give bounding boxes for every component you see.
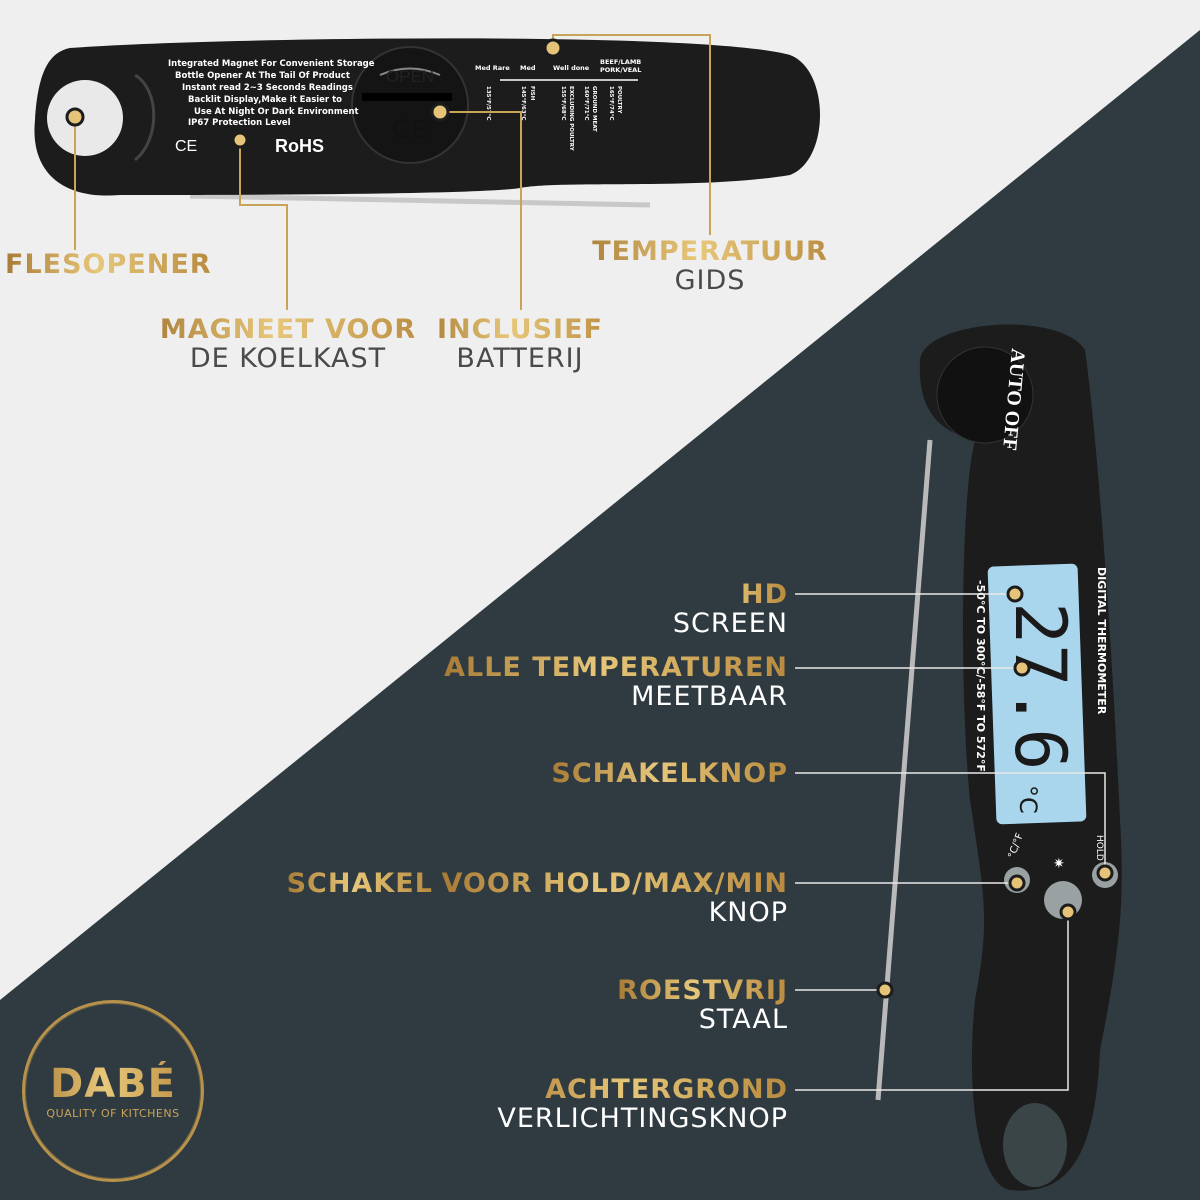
feature-text: Instant read 2~3 Seconds Readings xyxy=(182,83,353,93)
label-hold-line2: KNOP xyxy=(708,897,788,928)
label-magnet-line1: MAGNEET VOOR xyxy=(143,315,433,344)
lcd-screen xyxy=(987,563,1087,825)
label-range: ALLE TEMPERATUREN MEETBAAR xyxy=(444,653,788,711)
feature-list: Integrated Magnet For Convenient Storage… xyxy=(168,59,375,128)
label-bottle-opener: FLESOPENER xyxy=(5,249,212,280)
temperature-guide-part-part: 145°F/63°C xyxy=(520,86,526,120)
label-range-line1: ALLE TEMPERATUREN xyxy=(444,652,788,683)
device-range: -50°C TO 300°C/-58°F TO 572°F xyxy=(974,580,987,772)
light-icon: ✷ xyxy=(1053,856,1065,872)
bottom-callout-dots xyxy=(876,585,1114,999)
feature-text: IP67 Protection Level xyxy=(188,118,291,128)
temperature-guide-part-part: 155°F/68°C xyxy=(560,86,566,120)
ce-mark: CE xyxy=(175,138,197,155)
device-title: DIGITAL THERMOMETER xyxy=(1095,567,1108,715)
temperature-guide-part-part: 165°F/74°C xyxy=(608,86,614,120)
top-thermometer-part xyxy=(134,73,156,162)
top-callout-lines-part xyxy=(239,147,288,310)
bottom-thermometer: AUTO OFF 27.6 °C DIGITAL THERMOMETER -50… xyxy=(875,324,1122,1191)
bottom-callout-dots-part xyxy=(876,981,894,999)
top-thermometer: OPEN CE Integrated Magnet For Convenient… xyxy=(34,38,820,208)
rohs-mark: RoHS xyxy=(275,136,324,156)
top-callout-dots xyxy=(65,38,563,149)
temperature-guide-part-part: GROUND MEAT xyxy=(591,86,597,132)
label-battery-line2: BATTERIJ xyxy=(456,343,584,374)
temperature-guide-part-part: FISH xyxy=(529,86,535,101)
feature-text: Backlit Display,Make it Easier to xyxy=(188,95,342,105)
label-steel-line2: STAAL xyxy=(698,1004,788,1035)
lcd-unit: °C xyxy=(1014,785,1042,814)
stainless-probe xyxy=(875,439,933,1101)
label-magnet-line2: DE KOELKAST xyxy=(189,343,387,374)
top-callout-dots-part xyxy=(430,102,450,122)
label-steel-line1: ROESTVRIJ xyxy=(617,975,788,1006)
label-range-line2: MEETBAAR xyxy=(631,681,788,712)
bottom-callout-lines-part xyxy=(795,912,1069,1091)
top-callout-dots-part xyxy=(65,107,85,127)
bottom-callout-dots-part xyxy=(1008,874,1026,892)
logo-tagline: QUALITY OF KITCHENS xyxy=(46,1107,180,1120)
temperature-guide-part: Med Rare xyxy=(475,64,510,72)
label-switch: SCHAKELKNOP xyxy=(551,759,788,788)
lcd-reading: 27.6 xyxy=(999,602,1081,771)
label-backlight: ACHTERGROND VERLICHTINGSKNOP xyxy=(497,1075,788,1133)
label-hold-line1b: VOOR HOLD/MAX/MIN xyxy=(441,868,788,899)
bottom-callout-lines xyxy=(795,593,1106,1091)
feature-text: Use At Night Or Dark Environment xyxy=(194,107,359,117)
temperature-guide-part: PORK/VEAL xyxy=(600,66,641,74)
temperature-guide-part-part: 135°F/57°C xyxy=(485,86,491,120)
temperature-guide: Med Rare Med Well done BEEF/LAMB PORK/VE… xyxy=(475,58,641,152)
label-battery-line1: INCLUSIEF xyxy=(420,315,620,344)
ce-mark-cover: CE xyxy=(392,114,428,144)
bottom-callout-dots-part xyxy=(1006,585,1024,603)
label-screen: HD SCREEN xyxy=(673,580,788,638)
top-thermometer-part xyxy=(379,67,441,76)
top-callout-dots-part xyxy=(231,131,249,149)
temperature-guide-part-part: POULTRY xyxy=(616,86,622,114)
label-steel: ROESTVRIJ STAAL xyxy=(617,976,788,1034)
top-callout-lines-part xyxy=(440,111,522,310)
label-guide: TEMPERATUUR GIDS xyxy=(580,237,840,295)
battery-cover xyxy=(351,46,469,164)
label-magnet: MAGNEET VOOR DE KOELKAST xyxy=(143,315,433,373)
label-screen-line2: SCREEN xyxy=(672,608,788,639)
temperature-guide-part: Well done xyxy=(553,64,590,72)
label-backlight-line2: VERLICHTINGSKNOP xyxy=(497,1103,788,1134)
label-switch-line1: SCHAKELKNOP xyxy=(551,758,788,789)
feature-text: Bottle Opener At The Tail Of Product xyxy=(175,71,350,81)
bottom-callout-dots-part xyxy=(1013,659,1031,677)
bottom-callout-dots-part xyxy=(1059,903,1077,921)
temperature-guide-part: Med xyxy=(520,64,536,72)
top-thermometer-part xyxy=(362,93,452,101)
label-backlight-line1: ACHTERGROND xyxy=(497,1075,788,1104)
bottom-callout-lines-part xyxy=(795,772,1106,873)
bottle-opener-hole-bottom xyxy=(1003,1103,1067,1187)
temperature-guide-part: BEEF/LAMB xyxy=(600,58,641,66)
pivot-cap xyxy=(936,346,1034,444)
dark-diagonal-panel xyxy=(0,30,1200,1200)
temperature-guide-part: 135°F/57°C 145°F/63°C FISH 155°F/68°C EX… xyxy=(485,86,622,152)
folded-probe xyxy=(189,193,651,208)
label-battery: INCLUSIEF BATTERIJ xyxy=(420,315,620,373)
label-hold: SCHAKEL VOOR HOLD/MAX/MIN KNOP xyxy=(287,869,788,927)
logo-brand: DABÉ xyxy=(25,1061,201,1107)
label-guide-line2: GIDS xyxy=(674,265,746,296)
brand-logo: DABÉ QUALITY OF KITCHENS xyxy=(22,1000,204,1182)
top-callout-dots-part xyxy=(543,38,563,58)
temperature-guide-part-part: EXCLUDING POULTRY xyxy=(568,86,574,152)
hold-text: HOLD xyxy=(1094,835,1104,861)
label-guide-line1: TEMPERATUUR xyxy=(580,237,840,266)
label-screen-line1: HD xyxy=(673,580,788,609)
bottom-callout-dots-part xyxy=(1096,864,1114,882)
bottle-opener-hole xyxy=(47,80,123,156)
open-text: OPEN xyxy=(386,67,434,86)
feature-text: Integrated Magnet For Convenient Storage xyxy=(168,59,375,69)
temperature-guide-part-part: 160°F/71°C xyxy=(583,86,589,120)
label-hold-line1a: SCHAKEL xyxy=(286,868,433,899)
